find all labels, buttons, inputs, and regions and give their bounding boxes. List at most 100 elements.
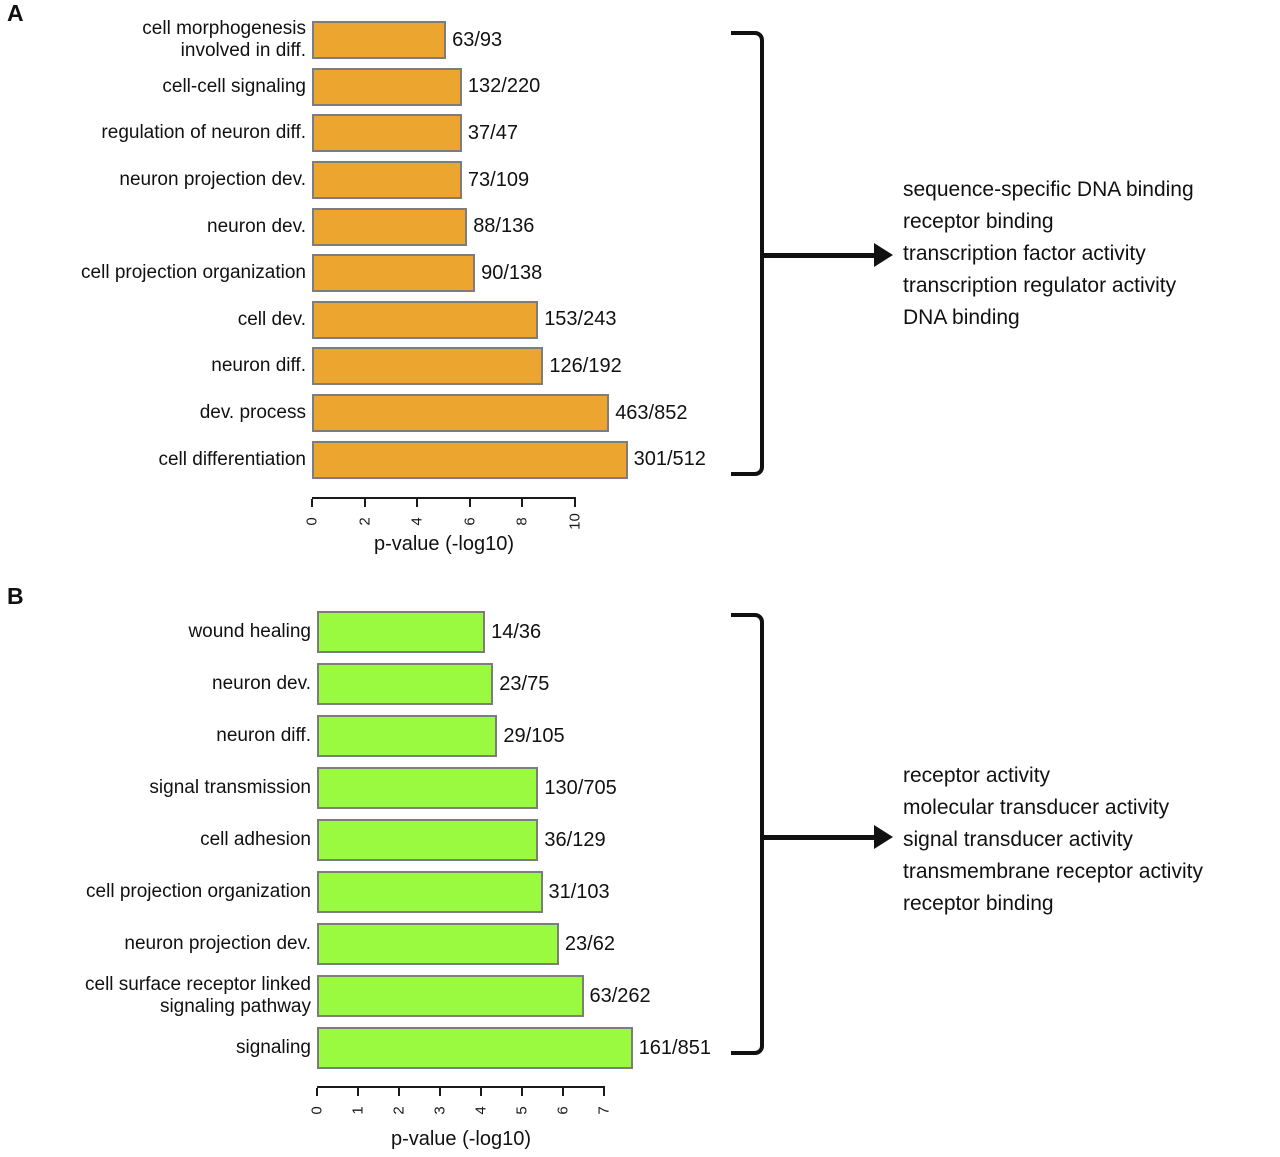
bar bbox=[312, 21, 447, 60]
axis-tick-label: 0 bbox=[308, 1106, 326, 1115]
count-label: 23/75 bbox=[499, 672, 550, 695]
bar bbox=[312, 161, 462, 200]
axis-tick bbox=[574, 499, 576, 507]
count-label: 31/103 bbox=[548, 880, 610, 903]
bar bbox=[317, 611, 486, 653]
axis-tick bbox=[363, 499, 366, 507]
axis-tick bbox=[480, 1088, 482, 1096]
bar bbox=[317, 767, 539, 809]
count-label: 463/852 bbox=[615, 401, 688, 424]
bar bbox=[312, 207, 468, 246]
chart-row: neuron diff. 29/105 bbox=[0, 710, 760, 762]
count-label: 73/109 bbox=[467, 168, 530, 191]
count-label: 88/136 bbox=[473, 215, 535, 238]
category-label: cell dev. bbox=[237, 308, 306, 330]
count-label: 29/105 bbox=[503, 724, 565, 747]
category-label: signaling bbox=[236, 1037, 311, 1058]
axis-tick bbox=[603, 1088, 605, 1096]
chart-row: neuron diff.126/192 bbox=[0, 343, 760, 390]
axis-tick-label: 6 bbox=[554, 1106, 572, 1115]
count-label: 132/220 bbox=[467, 75, 541, 98]
chart-row: neuron projection dev. 23/62 bbox=[0, 918, 760, 970]
axis-tick bbox=[562, 1088, 564, 1096]
chart-row: cell morphogenesis involved in diff. 63/9… bbox=[0, 17, 760, 64]
category-label: neuron projection dev. bbox=[124, 933, 311, 954]
category-label: cell surface receptor linked signaling p… bbox=[85, 974, 311, 1017]
annotation-line: transmembrane receptor activity bbox=[903, 860, 1203, 883]
bar bbox=[312, 114, 462, 153]
chart-row: neuron dev.23/75 bbox=[0, 658, 760, 710]
annotation-line: signal transducer activity bbox=[903, 828, 1133, 851]
axis-tick-label: 3 bbox=[431, 1106, 449, 1115]
annotation-line: receptor activity bbox=[903, 764, 1051, 787]
chart-row: cell dev. 153/243 bbox=[0, 297, 760, 344]
panel-a-x-axis-title: p-value (-log10) bbox=[373, 533, 515, 555]
bar bbox=[312, 394, 610, 433]
chart-row: neuron dev.88/136 bbox=[0, 203, 760, 250]
panel-a-arrow-head-icon bbox=[874, 243, 893, 267]
chart-row: regulation of neuron diff.37/47 bbox=[0, 110, 760, 157]
panel-b-x-axis-title: p-value (-log10) bbox=[390, 1128, 532, 1150]
chart-row: wound healing 14/36 bbox=[0, 606, 760, 658]
count-label: 90/138 bbox=[481, 261, 543, 284]
axis-tick bbox=[521, 499, 524, 507]
bar bbox=[312, 67, 462, 106]
axis-tick-label: 2 bbox=[390, 1106, 408, 1115]
chart-row: cell differentiation 301/512 bbox=[0, 436, 760, 483]
axis-tick bbox=[316, 1088, 318, 1096]
category-label: cell differentiation bbox=[158, 448, 306, 470]
axis-tick-label: 4 bbox=[472, 1106, 490, 1115]
category-label: wound healing bbox=[188, 621, 311, 642]
annotation-line: sequence-specific DNA binding bbox=[903, 178, 1194, 201]
bar bbox=[312, 254, 476, 293]
category-label: cell projection organization bbox=[86, 881, 311, 902]
annotation-line: receptor binding bbox=[903, 892, 1054, 915]
panel-b-arrow-head-icon bbox=[874, 825, 893, 849]
count-label: 153/243 bbox=[544, 308, 617, 331]
count-label: 23/62 bbox=[564, 932, 615, 955]
chart-row: cell adhesion 36/129 bbox=[0, 814, 760, 866]
count-label: 36/129 bbox=[544, 828, 606, 851]
annotation-line: transcription factor activity bbox=[903, 242, 1146, 265]
bar bbox=[317, 871, 543, 913]
panel-b-bracket bbox=[731, 613, 764, 1055]
category-label: cell morphogenesis involved in diff. bbox=[142, 18, 306, 62]
count-label: 14/36 bbox=[491, 620, 542, 643]
panel-b-letter: B bbox=[7, 583, 24, 609]
bar bbox=[317, 663, 494, 705]
annotation-line: receptor binding bbox=[903, 210, 1054, 233]
count-label: 63/93 bbox=[452, 28, 503, 51]
bar bbox=[317, 1027, 633, 1069]
chart-row: cell surface receptor linked signaling p… bbox=[0, 970, 760, 1022]
axis-tick-label: 5 bbox=[513, 1106, 531, 1115]
count-label: 63/262 bbox=[589, 984, 651, 1007]
count-label: 130/705 bbox=[544, 776, 617, 799]
axis-tick bbox=[311, 499, 313, 507]
category-label: cell adhesion bbox=[200, 829, 311, 850]
count-label: 37/47 bbox=[467, 121, 518, 144]
category-label: neuron projection dev. bbox=[119, 169, 306, 191]
chart-row: cell projection organization 31/103 bbox=[0, 866, 760, 918]
count-label: 301/512 bbox=[633, 448, 706, 471]
panel-a-bars: cell morphogenesis involved in diff. 63/9… bbox=[0, 17, 760, 483]
bar bbox=[312, 300, 539, 339]
category-label: cell projection organization bbox=[81, 262, 306, 284]
count-label: 161/851 bbox=[638, 1036, 711, 1059]
panel-a-arrow-line bbox=[763, 253, 876, 258]
bar bbox=[312, 440, 628, 479]
chart-row: signaling 161/851 bbox=[0, 1022, 760, 1074]
panel-a-bracket bbox=[731, 31, 764, 476]
axis-tick-label: 1 bbox=[349, 1106, 367, 1115]
panel-a-annotation-list: sequence-specific DNA binding receptor bi… bbox=[903, 174, 1194, 334]
category-label: neuron diff. bbox=[216, 725, 311, 746]
bar bbox=[317, 715, 498, 757]
